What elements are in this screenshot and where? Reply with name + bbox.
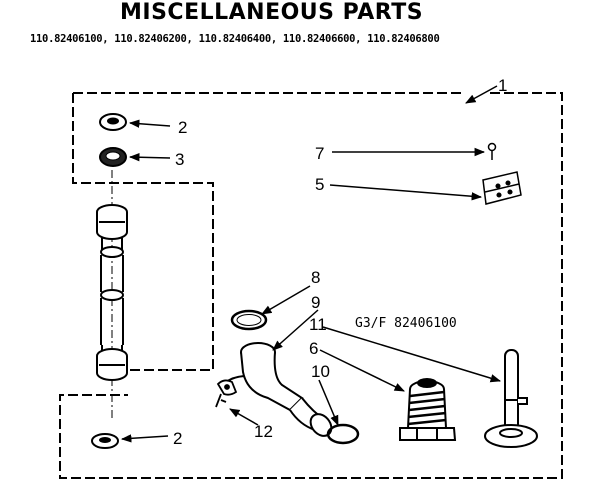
callout-6: 6 (309, 339, 318, 358)
leader-9 (272, 309, 319, 351)
page-title: MISCELLANEOUS PARTS (120, 0, 424, 25)
leader-10 (318, 379, 339, 426)
callout-3: 3 (175, 150, 184, 169)
callout-7: 7 (315, 144, 324, 163)
leader-3 (128, 153, 171, 162)
part-11-post (484, 349, 538, 448)
callout-12: 12 (254, 422, 273, 441)
part-7-screw (487, 142, 497, 160)
callout-8: 8 (311, 268, 320, 287)
callout-1: 1 (498, 76, 507, 95)
part-6-threaded-foot (399, 378, 457, 441)
callout-2-bottom: 2 (173, 429, 182, 448)
model-numbers: 110.82406100, 110.82406200, 110.82406400… (30, 33, 440, 45)
leader-12 (229, 408, 259, 426)
part-12-hose-clip (215, 379, 238, 408)
callout-9: 9 (311, 293, 320, 312)
callout-2-top: 2 (178, 118, 187, 137)
part-10-clamp-ring (326, 423, 360, 445)
leader-6 (319, 349, 405, 392)
hose-assembly (96, 204, 128, 381)
part-3-grommet (99, 147, 127, 167)
callout-11: 11 (309, 315, 327, 334)
drawing-code: G3/F 82406100 (355, 316, 457, 331)
leader-1 (465, 85, 498, 104)
leader-5 (329, 184, 483, 201)
part-8-o-ring (230, 309, 268, 331)
kit-boundary-outline (59, 92, 563, 479)
part-2-washer-top (99, 113, 127, 131)
callout-10: 10 (311, 362, 330, 381)
part-5-clip (482, 171, 522, 205)
leader-11 (322, 326, 502, 383)
leader-2-bottom (120, 434, 169, 443)
callout-5: 5 (315, 175, 324, 194)
leader-2-top (128, 119, 171, 128)
part-9-elbow-fitting (224, 342, 333, 437)
part-2-washer-bottom (91, 433, 119, 449)
leader-8 (261, 285, 311, 315)
